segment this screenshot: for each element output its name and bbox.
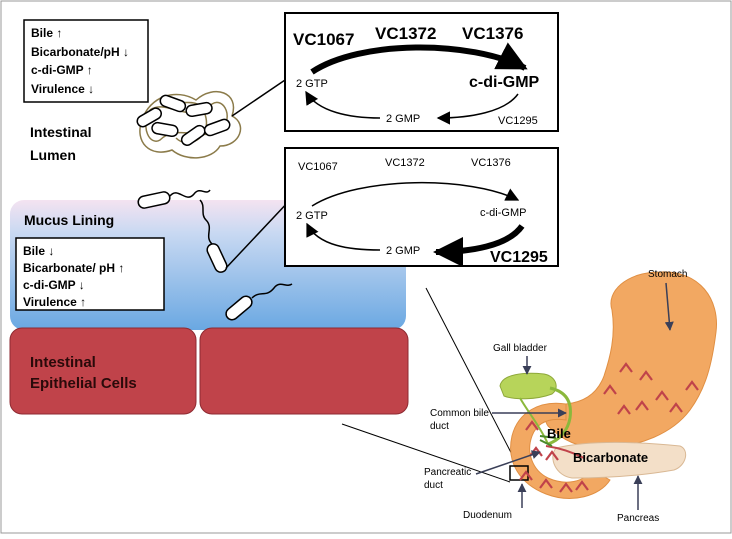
mucus-conditions-box bbox=[15, 237, 165, 311]
gall-bladder-organ bbox=[499, 372, 557, 400]
lumen-cdigmp: c-di-GMP ↑ bbox=[31, 63, 93, 77]
bile-flow-marks bbox=[539, 435, 557, 447]
biofilm-cluster-icon bbox=[136, 90, 242, 159]
lumen-degradation-arrow-2 bbox=[305, 90, 381, 119]
lumen-connector-line bbox=[231, 77, 289, 117]
pancreas-organ bbox=[552, 442, 687, 479]
pancreatic-duct-label-1: Pancreatic bbox=[424, 467, 471, 478]
mucus-enzyme-vc1376: VC1376 bbox=[471, 157, 511, 169]
lumen-bile: Bile ↑ bbox=[31, 26, 62, 40]
bacterium-icon bbox=[225, 283, 293, 321]
duodenum-label: Duodenum bbox=[463, 510, 512, 521]
lumen-cycle-panel: VC1067 VC1372 VC1376 2 GTP c-di-GMP 2 GM… bbox=[284, 12, 559, 132]
lumen-substrate: 2 GTP bbox=[296, 78, 328, 90]
lumen-phosphodiesterase: VC1295 bbox=[498, 115, 538, 127]
gall-bladder-label: Gall bladder bbox=[493, 343, 548, 354]
epithelial-label-1: Intestinal bbox=[30, 354, 96, 371]
bile-label: Bile bbox=[547, 426, 571, 441]
mucus-bicarbonate: Bicarbonate/ pH ↑ bbox=[23, 261, 124, 275]
lumen-bicarbonate: Bicarbonate/pH ↓ bbox=[31, 45, 129, 59]
common-bile-duct-label-1: Common bile bbox=[430, 408, 489, 419]
lumen-enzyme-vc1372: VC1372 bbox=[375, 24, 436, 43]
common-bile-duct-label-2: duct bbox=[430, 421, 449, 432]
pancreatic-duct-label-2: duct bbox=[424, 480, 443, 491]
bacterium-icon bbox=[137, 189, 211, 209]
epithelial-cell-1 bbox=[9, 327, 197, 415]
mucus-enzyme-vc1067: VC1067 bbox=[298, 161, 338, 173]
mucus-virulence: Virulence ↑ bbox=[23, 295, 86, 309]
lumen-conditions-box bbox=[23, 19, 149, 103]
lumen-breakdown: 2 GMP bbox=[386, 113, 420, 125]
bacterium-icon bbox=[199, 199, 228, 273]
pancreatic-duct bbox=[545, 445, 585, 459]
mucus-substrate: 2 GTP bbox=[296, 210, 328, 222]
mucus-connector-line bbox=[225, 199, 291, 269]
lumen-synthesis-arrow bbox=[310, 42, 528, 75]
bicarbonate-marks bbox=[519, 362, 699, 493]
mucus-product: c-di-GMP bbox=[480, 207, 526, 219]
mucus-degradation-arrow-2 bbox=[306, 222, 381, 251]
cystic-duct bbox=[519, 397, 549, 445]
mucus-synthesis-arrow bbox=[311, 181, 520, 207]
bicarbonate-label: Bicarbonate bbox=[573, 450, 648, 465]
pancreatic-duct-pointer bbox=[475, 450, 541, 475]
lumen-degradation-arrow-1 bbox=[436, 93, 519, 125]
intestinal-lumen-label-1: Intestinal bbox=[30, 124, 91, 140]
mucus-enzyme-vc1372: VC1372 bbox=[385, 157, 425, 169]
mucus-cdigmp: c-di-GMP ↓ bbox=[23, 278, 85, 292]
lumen-product: c-di-GMP bbox=[469, 74, 540, 91]
stomach-label: Stomach bbox=[648, 269, 687, 280]
epithelial-label-2: Epithelial Cells bbox=[30, 375, 137, 392]
common-bile-duct bbox=[547, 386, 572, 446]
mucus-cycle-panel: VC1067 VC1372 VC1376 2 GTP c-di-GMP 2 GM… bbox=[284, 147, 559, 267]
stomach-pointer bbox=[664, 282, 674, 331]
zoom-line-1 bbox=[425, 287, 521, 471]
mucus-lining-label: Mucus Lining bbox=[24, 212, 114, 228]
intestinal-lumen-label-2: Lumen bbox=[30, 147, 76, 163]
lumen-enzyme-vc1067: VC1067 bbox=[293, 30, 354, 49]
mucus-phosphodiesterase: VC1295 bbox=[490, 249, 548, 266]
mucus-breakdown: 2 GMP bbox=[386, 245, 420, 257]
epithelial-cell-2 bbox=[199, 327, 409, 415]
lumen-virulence: Virulence ↓ bbox=[31, 82, 94, 96]
anatomy-illustration bbox=[499, 271, 717, 499]
pancreas-label: Pancreas bbox=[617, 513, 659, 524]
mucus-bile: Bile ↓ bbox=[23, 244, 54, 258]
mucus-degradation-arrow-1 bbox=[433, 224, 525, 267]
lumen-enzyme-vc1376: VC1376 bbox=[462, 24, 523, 43]
